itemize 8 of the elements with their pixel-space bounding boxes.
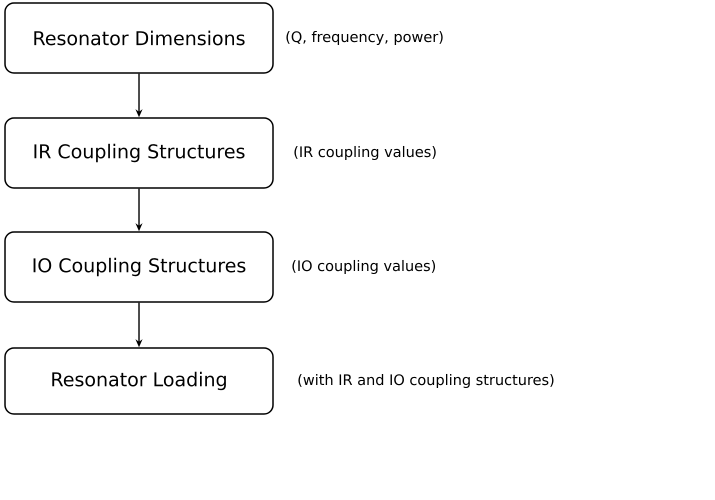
annotation-text: (IO coupling values) bbox=[292, 260, 436, 274]
annotation-text: (with IR and IO coupling structures) bbox=[298, 374, 554, 388]
process-box: Resonator Loading bbox=[4, 347, 274, 415]
process-box: Resonator Dimensions bbox=[4, 2, 274, 74]
annotation-text: (IR coupling values) bbox=[294, 146, 436, 160]
process-box: IO Coupling Structures bbox=[4, 231, 274, 303]
process-box: IR Coupling Structures bbox=[4, 117, 274, 189]
annotation-text: (Q, frequency, power) bbox=[286, 30, 443, 45]
